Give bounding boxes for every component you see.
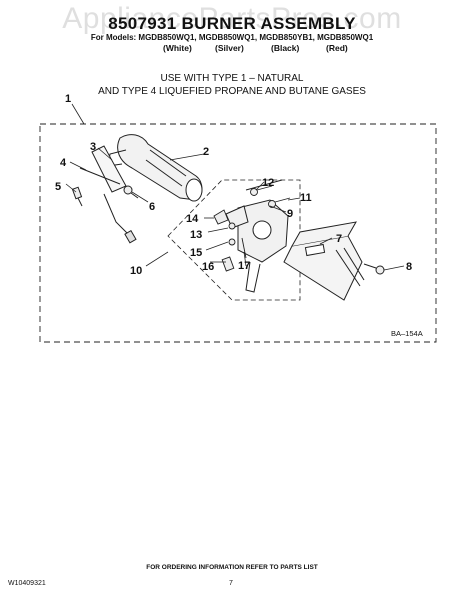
callout-12: 12	[262, 177, 274, 189]
diagram-code: BA–154A	[391, 329, 423, 338]
screw-12	[250, 185, 273, 196]
usage-line-2: AND TYPE 4 LIQUEFIED PROPANE AND BUTANE …	[98, 86, 366, 97]
callout-5: 5	[55, 181, 61, 193]
valve-small-parts	[213, 209, 247, 272]
callout-2: 2	[203, 146, 209, 158]
callout-3: 3	[90, 141, 96, 153]
callout-17: 17	[238, 260, 250, 272]
callout-4: 4	[60, 157, 67, 169]
color-black: (Black)	[271, 43, 300, 53]
leader-lines	[65, 103, 405, 271]
callout-9: 9	[287, 208, 293, 220]
callout-14: 14	[186, 213, 199, 225]
callout-11: 11	[300, 192, 312, 204]
document-number: W10409321	[8, 580, 46, 587]
usage-line-1: USE WITH TYPE 1 – NATURAL	[160, 73, 304, 84]
screw-11	[268, 197, 291, 208]
screw-8	[363, 263, 385, 275]
screw-6	[123, 185, 139, 199]
callout-16: 16	[202, 261, 214, 273]
callout-13: 13	[190, 229, 202, 241]
assembly-boundary	[39, 123, 437, 343]
callout-6: 6	[149, 201, 155, 213]
color-red: (Red)	[326, 43, 348, 53]
gas-valve	[225, 179, 289, 293]
model-list: For Models: MGDB850WQ1, MGDB850WQ1, MGDB…	[90, 33, 374, 42]
page-number: 7	[229, 580, 233, 587]
callout-8: 8	[406, 261, 412, 273]
mounting-bracket	[283, 221, 365, 301]
callout-1: 1	[65, 93, 71, 105]
callout-15: 15	[190, 247, 202, 259]
color-silver: (Silver)	[215, 43, 244, 53]
screw-5	[71, 186, 83, 207]
valve-subassembly-boundary	[167, 179, 301, 301]
callout-7: 7	[336, 233, 342, 245]
igniter-bracket	[79, 145, 137, 244]
page-title: 8507931 BURNER ASSEMBLY	[108, 14, 356, 33]
ordering-note: FOR ORDERING INFORMATION REFER TO PARTS …	[146, 564, 318, 571]
color-white: (White)	[163, 43, 192, 53]
burner-tube	[107, 134, 203, 202]
callout-10: 10	[130, 265, 142, 277]
